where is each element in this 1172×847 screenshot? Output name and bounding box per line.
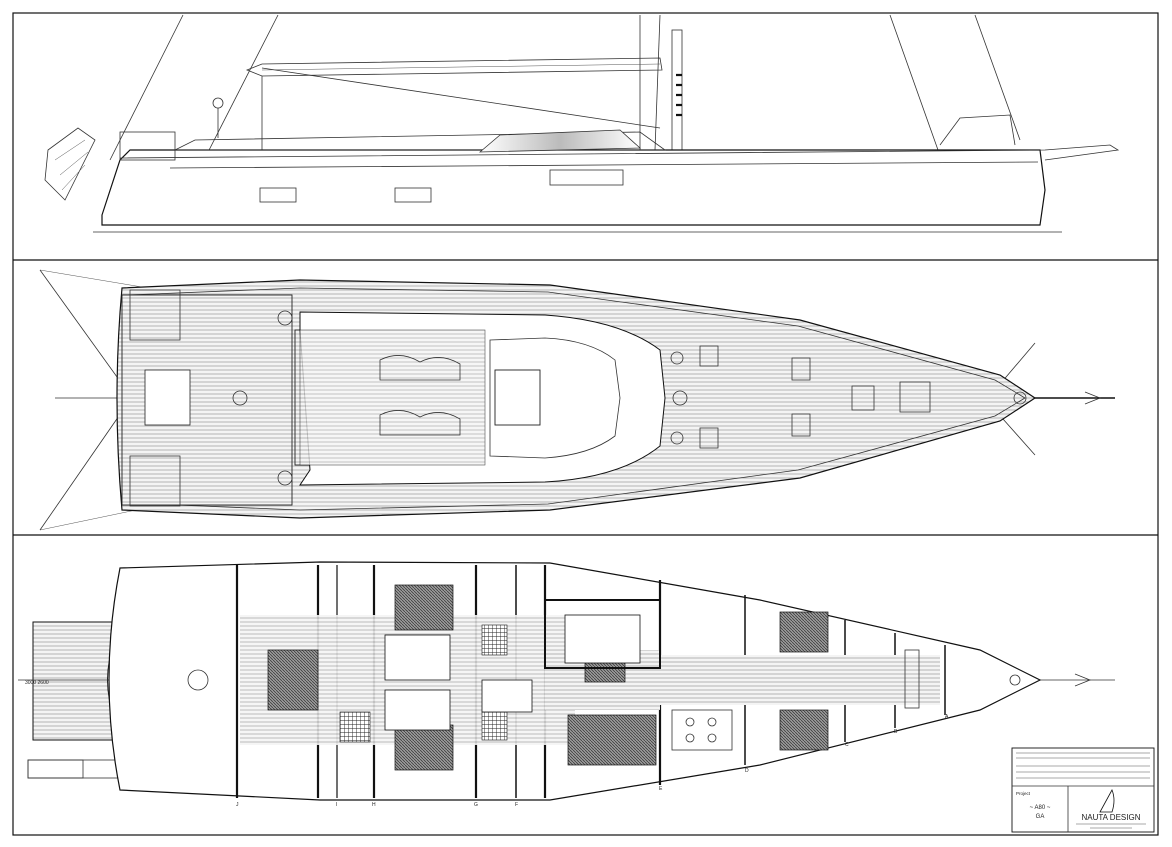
station-D: D xyxy=(745,768,749,774)
profile-view xyxy=(44,14,1120,233)
deck-plan xyxy=(39,269,1115,531)
station-B: B xyxy=(894,729,898,735)
studio-logo-sail-icon xyxy=(1099,789,1115,813)
station-A: A xyxy=(945,714,949,720)
station-C: C xyxy=(845,742,849,748)
title-project: Project xyxy=(1016,791,1031,796)
stern-dimension: 3000 2600 xyxy=(25,680,49,686)
title-sheet-type: GA xyxy=(1036,814,1045,820)
station-H: H xyxy=(372,802,376,808)
station-labels: J I H G F E D C B A xyxy=(236,714,949,808)
title-studio: NAUTA DESIGN xyxy=(1082,813,1141,822)
sheet-border xyxy=(12,12,1159,836)
station-G: G xyxy=(474,802,478,808)
station-E: E xyxy=(659,786,663,792)
title-block: Project ~ A80 ~ GA NAUTA DESIGN xyxy=(1011,747,1155,833)
station-F: F xyxy=(515,802,518,808)
station-I: I xyxy=(336,802,337,808)
hull-profile xyxy=(101,149,1046,226)
station-J: J xyxy=(236,802,239,808)
accommodation-plan: 3000 2600 xyxy=(18,561,1115,801)
title-design-name: ~ A80 ~ xyxy=(1030,805,1051,811)
